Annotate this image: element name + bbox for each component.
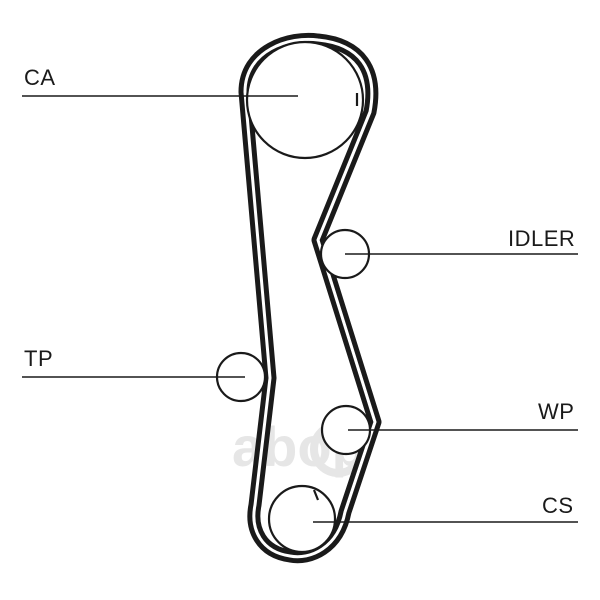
label-idler: IDLER xyxy=(508,226,575,251)
belt-teeth-line xyxy=(243,37,377,559)
belt xyxy=(238,32,382,564)
pulley-ca xyxy=(245,40,365,160)
camshaft-pulley xyxy=(245,40,365,160)
crankshaft-pulley xyxy=(267,484,337,554)
crankshaft-timing-mark xyxy=(312,489,320,501)
label-cs: CS xyxy=(542,493,574,518)
pulley-cs xyxy=(267,484,337,554)
label-tp: TP xyxy=(24,346,53,371)
label-ca: CA xyxy=(24,65,56,90)
label-wp: WP xyxy=(538,399,574,424)
